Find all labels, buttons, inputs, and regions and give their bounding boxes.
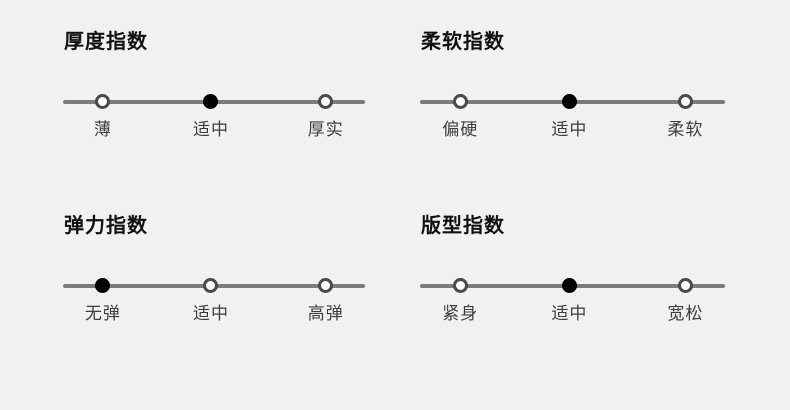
slider-dot-icon[interactable] — [452, 278, 468, 293]
index-block-elasticity: 弹力指数 无弹 适中 高弹 — [63, 214, 365, 336]
slider-stop-label: 高弹 — [307, 304, 344, 323]
slider-stop[interactable]: 偏硬 — [442, 94, 478, 139]
index-slider: 无弹 适中 高弹 — [63, 274, 365, 336]
slider-stop-label: 适中 — [192, 120, 229, 139]
index-title: 柔软指数 — [421, 31, 505, 53]
slider-stop[interactable]: 紧身 — [442, 278, 478, 323]
slider-stop-label: 适中 — [192, 304, 229, 323]
index-slider: 薄 适中 厚实 — [63, 90, 365, 152]
index-block-fit: 版型指数 紧身 适中 宽松 — [420, 214, 725, 336]
slider-dot-icon[interactable] — [203, 94, 219, 109]
index-slider: 偏硬 适中 柔软 — [420, 90, 725, 152]
slider-stop-label: 柔软 — [667, 120, 704, 139]
index-title: 厚度指数 — [64, 31, 148, 53]
slider-dot-icon[interactable] — [561, 278, 577, 293]
index-title: 版型指数 — [421, 215, 505, 237]
slider-stop-label: 无弹 — [84, 304, 121, 323]
slider-dot-icon[interactable] — [203, 278, 219, 293]
slider-dot-icon[interactable] — [561, 94, 577, 109]
slider-stop-label: 宽松 — [667, 304, 704, 323]
index-block-thickness: 厚度指数 薄 适中 厚实 — [63, 30, 365, 152]
slider-stop[interactable]: 柔软 — [667, 94, 703, 139]
slider-stop[interactable]: 适中 — [193, 94, 229, 139]
index-slider: 紧身 适中 宽松 — [420, 274, 725, 336]
slider-stop[interactable]: 厚实 — [308, 94, 344, 139]
slider-dot-icon[interactable] — [452, 94, 468, 109]
slider-dot-icon[interactable] — [318, 278, 334, 293]
slider-stop[interactable]: 适中 — [551, 278, 587, 323]
index-block-softness: 柔软指数 偏硬 适中 柔软 — [420, 30, 725, 152]
slider-stop[interactable]: 薄 — [94, 94, 112, 139]
slider-stop-label: 紧身 — [442, 304, 479, 323]
index-panel: 厚度指数 薄 适中 厚实 柔软指数 偏硬 — [63, 30, 725, 336]
slider-dot-icon[interactable] — [95, 278, 111, 293]
slider-dot-icon[interactable] — [677, 278, 693, 293]
slider-stop-label: 适中 — [551, 120, 588, 139]
slider-stop[interactable]: 宽松 — [667, 278, 703, 323]
index-title: 弹力指数 — [64, 215, 148, 237]
slider-dot-icon[interactable] — [318, 94, 334, 109]
slider-stop[interactable]: 适中 — [551, 94, 587, 139]
slider-stop-label: 厚实 — [307, 120, 344, 139]
slider-stop[interactable]: 高弹 — [308, 278, 344, 323]
slider-dot-icon[interactable] — [677, 94, 693, 109]
slider-stop[interactable]: 适中 — [193, 278, 229, 323]
slider-stop[interactable]: 无弹 — [85, 278, 121, 323]
slider-dot-icon[interactable] — [95, 94, 111, 109]
slider-stop-label: 薄 — [93, 120, 112, 139]
slider-stop-label: 适中 — [551, 304, 588, 323]
slider-stop-label: 偏硬 — [442, 120, 479, 139]
